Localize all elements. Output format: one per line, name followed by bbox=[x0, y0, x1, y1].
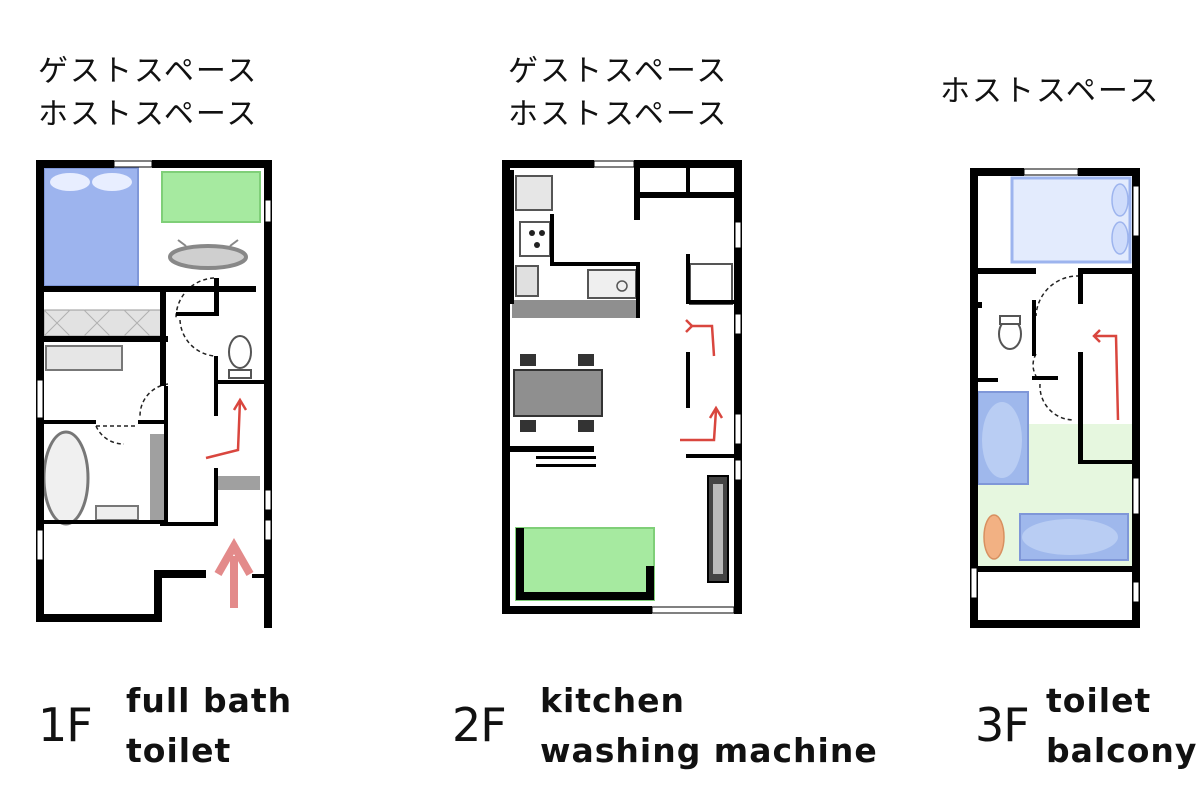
floor-1-gray-step bbox=[218, 476, 260, 490]
floor-2-route-bottom-head bbox=[708, 405, 724, 419]
floor-3-walls bbox=[970, 168, 1140, 628]
floor-2-stove-burners bbox=[529, 230, 545, 248]
floor-3-feature-balcony: balcony bbox=[1046, 731, 1198, 770]
floor-1-features: full bath toilet bbox=[126, 676, 292, 776]
floor-1-route-arrowhead bbox=[232, 397, 248, 411]
floor-2-counter-base bbox=[512, 300, 640, 318]
floor-3-pillow-bottom bbox=[1111, 221, 1129, 255]
floor-3-plan bbox=[970, 168, 1140, 628]
floor-2-route-top bbox=[692, 324, 716, 357]
floor-1-pillow-right bbox=[92, 173, 132, 191]
floor-1-label: 1F bbox=[38, 698, 93, 752]
floor-2-features: kitchen washing machine bbox=[540, 676, 878, 776]
floor-3-door-swings bbox=[1032, 275, 1081, 421]
floor-1-entrance-arrowhead bbox=[214, 537, 254, 576]
floor-2-route-bottom bbox=[680, 409, 718, 442]
floor-2-plan bbox=[502, 160, 742, 614]
floor-3-feature-toilet: toilet bbox=[1046, 681, 1152, 720]
floor-1-table-light bbox=[177, 239, 239, 247]
floor-1-washbasin bbox=[95, 505, 139, 521]
floor-2-label: 2F bbox=[452, 698, 507, 752]
floor-1-bathtub bbox=[42, 430, 90, 526]
floor-2-space-label-host: ホストスペース bbox=[508, 97, 729, 132]
floor-2-sofa-back bbox=[516, 528, 524, 600]
floor-3-space-label-host: ホストスペース bbox=[940, 74, 1161, 109]
floor-2-chairs bbox=[520, 354, 594, 432]
floor-3-bathtub-inner bbox=[1022, 519, 1118, 555]
floor-1-windows bbox=[36, 160, 272, 561]
floor-1-space-label-guest: ゲストスペース bbox=[38, 54, 259, 89]
floor-2-sink-drain bbox=[616, 280, 628, 292]
floor-1-counter bbox=[45, 345, 123, 371]
floor-1-round-table bbox=[168, 244, 248, 270]
floor-1-gray-partition bbox=[150, 434, 164, 520]
floor-3-route-arrow bbox=[1094, 334, 1120, 421]
floor-2-walls bbox=[502, 160, 742, 614]
floor-3-space-labels: ホストスペース bbox=[940, 70, 1160, 113]
floor-1-feature-toilet: toilet bbox=[126, 731, 232, 770]
floor-3-label: 3F bbox=[975, 698, 1030, 752]
floor-2-stove bbox=[519, 221, 551, 257]
floor-2-sofa-arm bbox=[646, 566, 654, 600]
floor-3-shower-tray bbox=[982, 402, 1022, 478]
floor-2-oven bbox=[515, 265, 539, 297]
floor-3-features: toilet balcony bbox=[1046, 676, 1197, 776]
floor-3-round-stool bbox=[983, 514, 1005, 560]
floor-2-washing-machine bbox=[689, 263, 733, 305]
floor-1-closet bbox=[43, 309, 165, 337]
floor-2-space-labels: ゲストスペース ホストスペース bbox=[508, 50, 728, 136]
floor-2-space-label-guest: ゲストスペース bbox=[508, 54, 729, 89]
floor-1-sofa bbox=[161, 171, 261, 223]
floor-1-space-labels: ゲストスペース ホストスペース bbox=[38, 50, 258, 136]
floor-1-closet-hatch bbox=[43, 309, 151, 337]
floor-1-route-arrow bbox=[205, 399, 242, 460]
floor-3-route-arrowhead bbox=[1092, 329, 1101, 343]
floor-2-feature-washing-machine: washing machine bbox=[540, 731, 878, 770]
floor-1-pillow-left bbox=[50, 173, 90, 191]
floor-2-feature-kitchen: kitchen bbox=[540, 681, 685, 720]
floor-2-fridge bbox=[515, 175, 553, 211]
floor-1-toilet bbox=[228, 335, 252, 369]
floor-3-pillow-top bbox=[1111, 183, 1129, 217]
floor-2-sofa bbox=[515, 527, 655, 601]
floor-2-shelf bbox=[536, 456, 596, 467]
floor-2-tv-screen bbox=[713, 484, 723, 574]
floor-3-windows bbox=[970, 168, 1140, 603]
floor-2-dining-table bbox=[513, 369, 603, 417]
floor-2-sink bbox=[587, 269, 637, 299]
floor-2-sofa-base bbox=[516, 592, 654, 600]
floor-3-bed bbox=[1010, 176, 1132, 264]
floor-1-space-label-host: ホストスペース bbox=[38, 97, 259, 132]
floor-1-feature-full-bath: full bath bbox=[126, 681, 293, 720]
floor-2-route-top-head bbox=[685, 319, 694, 333]
floor-2-windows bbox=[593, 160, 742, 614]
floor-3-toilet-tank bbox=[999, 315, 1021, 325]
floor-1-plan bbox=[36, 160, 272, 628]
floor-1-toilet-tank bbox=[228, 369, 252, 379]
